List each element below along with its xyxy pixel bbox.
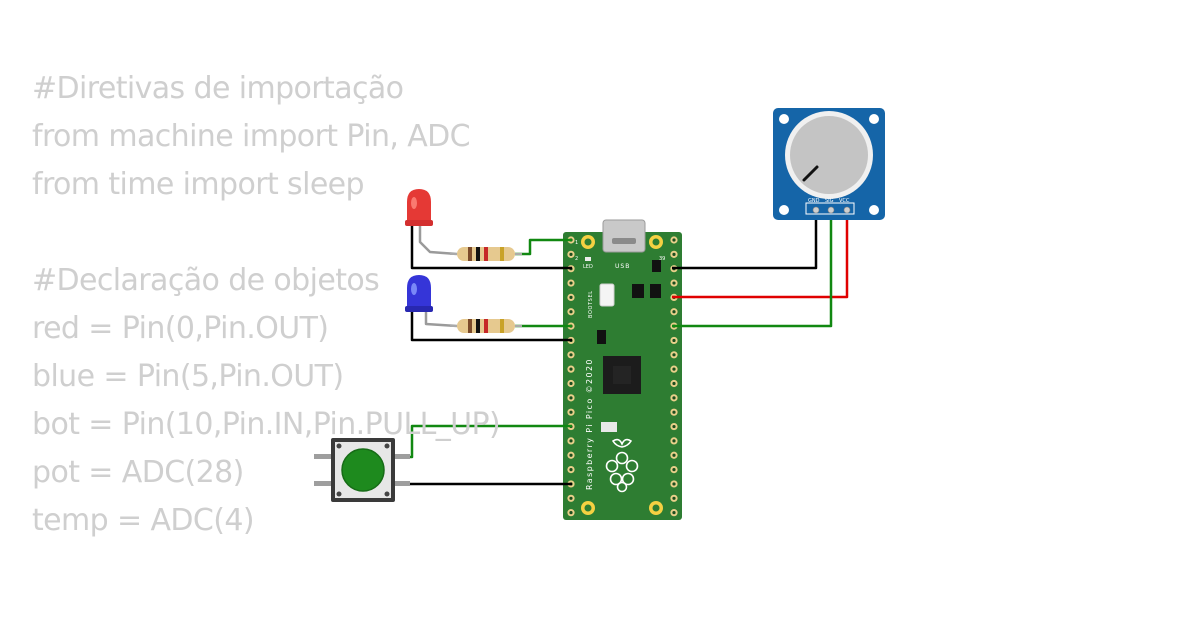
usb-connector — [602, 219, 646, 253]
debug-pads — [601, 422, 617, 432]
pico-pin-hole — [672, 238, 676, 242]
pico-pin-hole — [569, 511, 573, 515]
pot-sig-label: SIG — [825, 198, 834, 204]
wire-gp0[interactable] — [515, 238, 572, 256]
pico-pin-hole — [569, 353, 573, 357]
potentiometer[interactable]: GND SIG VCC — [773, 108, 885, 220]
pico-pin-hole — [569, 381, 573, 386]
pico-pin-hole — [672, 482, 676, 486]
pico-board[interactable]: USB LED 1 2 39 BOOTSEL Raspberry Pi Pico… — [563, 219, 682, 520]
red-led-body — [407, 189, 431, 224]
pico-pin-hole — [672, 381, 676, 386]
pico-pin-hole — [569, 281, 573, 285]
pot-gnd-label: GND — [808, 198, 820, 204]
onboard-led — [585, 257, 591, 261]
pico-pin-hole — [569, 396, 573, 400]
pico-pin-hole — [569, 310, 573, 314]
pico-pin-hole — [672, 353, 676, 357]
pin-39-label: 39 — [659, 256, 665, 262]
board-name-label: Raspberry Pi Pico ©2020 — [585, 358, 594, 490]
pico-pin-hole — [569, 453, 573, 457]
bootsel-button[interactable] — [599, 283, 615, 307]
pico-pin-hole — [672, 496, 676, 500]
crystal-chip — [597, 330, 606, 344]
wire-red-led-gnd[interactable] — [410, 226, 572, 270]
pot-vcc-label: VCC — [839, 198, 850, 204]
potentiometer-pointer — [802, 165, 819, 182]
pico-pin-hole — [672, 310, 676, 314]
pico-pin-hole — [569, 439, 573, 443]
pico-pin-hole — [569, 252, 573, 256]
pico-pin-hole — [672, 367, 676, 371]
pico-pin-hole — [672, 439, 676, 443]
resistor-red-led[interactable] — [450, 247, 522, 261]
pin-1-label: 1 — [575, 240, 578, 246]
red-led[interactable] — [405, 189, 433, 226]
pico-pin-hole — [672, 424, 676, 429]
pico-pin-hole — [672, 511, 676, 515]
pico-pin-hole — [569, 496, 573, 500]
pico-pin-hole — [672, 396, 676, 400]
bootsel-label: BOOTSEL — [588, 290, 594, 318]
regulator-chip — [650, 284, 661, 298]
potentiometer-knob[interactable] — [790, 116, 868, 194]
push-button[interactable] — [314, 438, 410, 502]
potentiometer-pin-header — [805, 202, 855, 215]
wire-red-led-anode[interactable] — [418, 226, 458, 256]
raspberry-logo-icon — [605, 438, 639, 493]
pico-pin-hole — [672, 468, 676, 472]
wire-pot-gnd[interactable] — [672, 210, 818, 270]
flash-chip — [632, 284, 644, 298]
pico-pin-headers — [567, 236, 678, 517]
wires — [398, 210, 849, 486]
push-button-cap[interactable] — [342, 449, 384, 491]
wire-gp10[interactable] — [398, 424, 572, 459]
small-chip — [652, 260, 661, 272]
pico-pin-hole — [672, 410, 676, 414]
pico-pin-hole — [569, 295, 573, 299]
pico-pin-hole — [569, 410, 573, 414]
pin-2-label: 2 — [575, 256, 578, 262]
pico-pin-hole — [672, 252, 676, 256]
pico-pin-hole — [672, 281, 676, 285]
pico-pin-hole — [569, 367, 573, 371]
wire-pot-sig[interactable] — [672, 210, 833, 328]
wire-blue-led-gnd[interactable] — [410, 312, 572, 342]
led-label: LED — [583, 264, 593, 270]
pico-pin-hole — [672, 338, 676, 343]
wire-pot-vcc[interactable] — [672, 210, 849, 299]
wire-blue-led-anode[interactable] — [424, 312, 458, 328]
pico-pin-hole — [569, 468, 573, 472]
resistor-blue-led[interactable] — [450, 319, 522, 333]
pico-pin-hole — [672, 453, 676, 457]
usb-label: USB — [615, 263, 630, 270]
blue-led-body — [407, 275, 431, 310]
blue-led[interactable] — [405, 275, 433, 312]
